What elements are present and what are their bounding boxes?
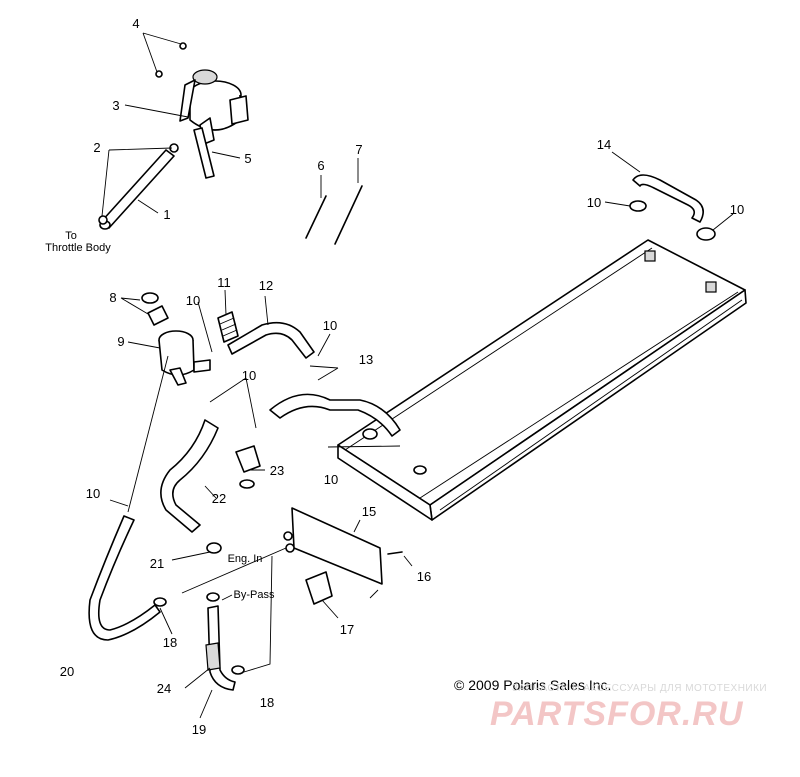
callout-10-mid-c: 10 [242, 368, 256, 383]
hose-part-12 [227, 321, 315, 359]
copyright: © 2009 Polaris Sales Inc. [454, 677, 611, 693]
hose-part-5 [193, 127, 215, 179]
watermark-brand: PARTSFOR.RU [490, 695, 744, 733]
clamps-part-10-top [629, 200, 716, 241]
callout-20: 20 [60, 664, 74, 679]
callout-10-mid-a: 10 [186, 293, 200, 308]
label-throttle-body: Throttle Body [45, 242, 111, 254]
bracket-part-15 [283, 507, 383, 585]
clamp-part-2 [98, 143, 179, 225]
callout-10-top-left: 10 [587, 195, 601, 210]
watermark-subtitle: ЗАПЧАСТИ И АКСЕССУАРЫ ДЛЯ МОТОТЕХНИКИ [512, 683, 767, 694]
hose-part-13 [269, 393, 401, 437]
callout-10-left: 10 [86, 486, 100, 501]
callout-9: 9 [117, 334, 124, 349]
callout-11: 11 [217, 275, 231, 290]
screws-part-4 [155, 42, 187, 78]
callout-12: 12 [259, 278, 273, 293]
callout-17: 17 [340, 622, 354, 637]
block-part-17 [305, 571, 333, 605]
callout-10-tunnel: 10 [324, 472, 338, 487]
callout-6: 6 [317, 158, 324, 173]
callout-10-top-right: 10 [730, 202, 744, 217]
callout-23: 23 [270, 463, 284, 478]
label-to: To [65, 230, 77, 242]
callout-numbers: 1 2 3 4 5 6 7 8 9 10 10 10 10 10 10 10 1… [60, 16, 744, 737]
leader-lines [101, 32, 734, 719]
clamps-part-18 [153, 592, 245, 675]
callout-14: 14 [597, 137, 611, 152]
clamp-part-21 [206, 542, 222, 554]
cap-part-8 [141, 292, 169, 326]
callout-10-mid-b: 10 [323, 318, 337, 333]
callout-13: 13 [359, 352, 373, 367]
screw-part-16 [387, 551, 403, 555]
callout-5: 5 [244, 151, 251, 166]
hose-part-20 [88, 515, 161, 641]
callout-4: 4 [132, 16, 139, 31]
strap-part-6 [305, 195, 327, 239]
strap-part-7 [334, 185, 363, 245]
callout-18-bottom: 18 [260, 695, 274, 710]
callout-7: 7 [355, 142, 362, 157]
callout-16: 16 [417, 569, 431, 584]
hose-part-22 [160, 419, 219, 533]
thermostat-part-23 [235, 445, 261, 489]
callout-21: 21 [150, 556, 164, 571]
sleeve-part-24 [205, 642, 221, 671]
sleeve-part-11 [217, 311, 239, 343]
callout-15: 15 [362, 504, 376, 519]
callout-24: 24 [157, 681, 171, 696]
label-eng-in: Eng. In [228, 553, 263, 565]
callout-1: 1 [163, 207, 170, 222]
reservoir-part-9 [158, 330, 211, 386]
label-by-pass: By-Pass [234, 589, 275, 601]
callout-2: 2 [93, 140, 100, 155]
callout-3: 3 [112, 98, 119, 113]
callout-18-left: 18 [163, 635, 177, 650]
reservoir-assembly [179, 69, 249, 145]
callout-22: 22 [212, 491, 226, 506]
heat-exchanger [337, 239, 747, 521]
hose-part-14 [632, 174, 704, 223]
callout-8: 8 [109, 290, 116, 305]
callout-19: 19 [192, 722, 206, 737]
